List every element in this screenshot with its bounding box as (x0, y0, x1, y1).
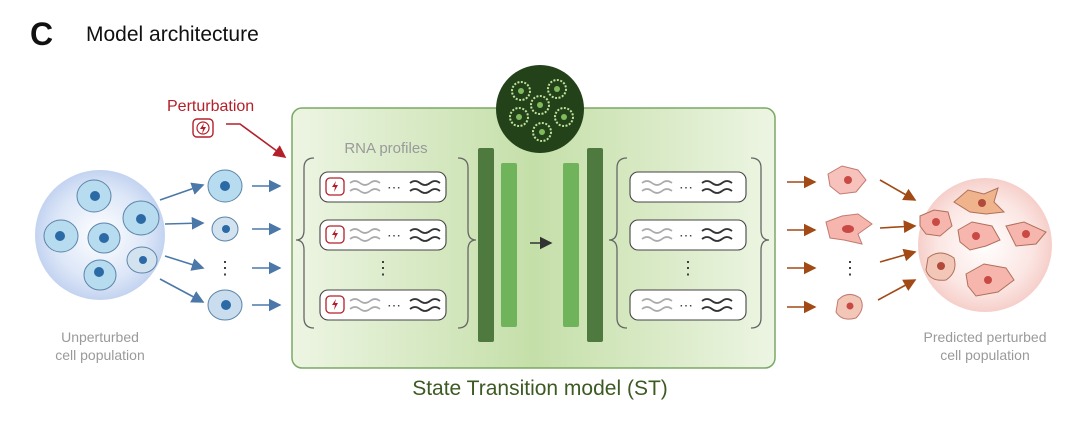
model-to-cell-arrows (787, 175, 817, 314)
svg-text:⋯: ⋯ (387, 297, 401, 313)
perturbation-arrow (226, 123, 287, 158)
single-output-cell (835, 294, 863, 320)
single-input-cell (207, 289, 243, 321)
output-cell (965, 263, 1015, 297)
output-fan-arrows (877, 179, 917, 301)
output-rna-row: ⋯ (629, 289, 747, 321)
rna-profile-row: ⋯ (319, 289, 447, 321)
output-cell (953, 187, 1006, 215)
vertical-ellipsis: ⋮ (841, 258, 859, 278)
input-population (35, 170, 165, 300)
right-brace (608, 157, 628, 329)
input-cell (76, 179, 112, 213)
svg-text:⋯: ⋯ (679, 179, 693, 195)
vertical-ellipsis: ⋮ (679, 258, 697, 278)
panel-title: Model architecture (86, 23, 259, 46)
output-cell (919, 209, 953, 237)
left-brace-close (457, 157, 477, 329)
vertical-ellipsis: ⋮ (374, 258, 392, 278)
output-cell (957, 221, 1001, 251)
single-input-cell (211, 216, 239, 242)
input-cell (87, 222, 121, 254)
svg-text:⋯: ⋯ (387, 227, 401, 243)
input-cell (83, 259, 117, 291)
input-fan-arrows (159, 182, 205, 303)
output-label-line1: Predicted perturbed (924, 329, 1047, 345)
lightning-icon (192, 118, 214, 138)
input-label-line1: Unperturbed (61, 329, 139, 345)
cell-image-icon (496, 65, 584, 153)
rna-profiles-label: RNA profiles (344, 140, 427, 157)
input-label-line2: cell population (55, 347, 145, 363)
model-name: State Transition model (ST) (412, 377, 668, 400)
model-layers (478, 148, 603, 342)
output-cell (1005, 221, 1047, 247)
cell-to-model-arrows (252, 179, 282, 312)
svg-text:⋯: ⋯ (387, 179, 401, 195)
perturbation-label: Perturbation (167, 98, 254, 115)
rna-profile-row: ⋯ (319, 219, 447, 251)
rna-profile-row: ⋯ (319, 171, 447, 203)
single-output-cell (825, 213, 873, 245)
output-label-line2: cell population (940, 347, 1030, 363)
input-cell (126, 246, 158, 274)
vertical-ellipsis: ⋮ (216, 258, 234, 278)
single-input-cell (207, 169, 243, 203)
input-cell (122, 200, 160, 236)
left-brace (295, 157, 315, 329)
output-rna-row: ⋯ (629, 219, 747, 251)
svg-text:⋯: ⋯ (679, 297, 693, 313)
output-rna-row: ⋯ (629, 171, 747, 203)
input-cell (43, 219, 79, 253)
svg-text:⋯: ⋯ (679, 227, 693, 243)
panel-letter: C (30, 16, 54, 52)
output-cell (925, 252, 956, 281)
output-population (918, 178, 1052, 312)
single-output-cell (827, 165, 867, 195)
right-brace-close (750, 157, 770, 329)
